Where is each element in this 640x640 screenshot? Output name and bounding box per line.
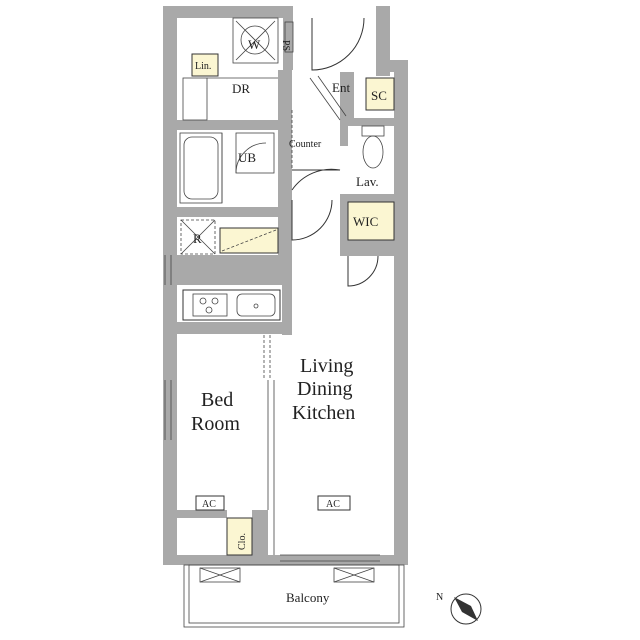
- compass-north-label: N: [436, 592, 443, 603]
- counter-label: Counter: [289, 139, 322, 150]
- linen-label: Lin.: [195, 61, 211, 72]
- compass: N: [436, 592, 482, 625]
- entrance-label: Ent: [332, 80, 350, 95]
- ps-label: PS: [280, 40, 291, 51]
- balcony: [183, 564, 405, 628]
- closet-label: Clo.: [237, 533, 248, 550]
- interior-lines: [164, 17, 385, 562]
- balcony-label: Balcony: [286, 590, 330, 605]
- bedroom-label-line1: Bed: [201, 389, 233, 411]
- ac-ldk-box: [317, 495, 351, 511]
- shoe-closet-box: [365, 77, 395, 111]
- linen-box: [191, 53, 219, 77]
- refrigerator-label: R: [193, 231, 202, 246]
- walls: [163, 6, 408, 565]
- unit-bath-label: UB: [238, 150, 256, 165]
- washer-label: W: [248, 37, 261, 52]
- ac-bedroom-label: AC: [202, 499, 216, 510]
- wic-label: WIC: [353, 214, 378, 229]
- compass-ring: [450, 593, 482, 625]
- compass-needle-icon: [454, 597, 478, 621]
- dressing-room-label: DR: [232, 81, 250, 96]
- ldk-label-line3: Kitchen: [292, 402, 355, 424]
- ldk-label-line1: Living: [300, 355, 353, 377]
- lavatory-label: Lav.: [356, 174, 379, 189]
- closet-box: [226, 517, 253, 556]
- shoe-closet-label: SC: [371, 88, 387, 103]
- ldk-label-line2: Dining: [297, 378, 353, 400]
- ac-ldk-label: AC: [326, 499, 340, 510]
- ac-bedroom-box: [195, 495, 225, 511]
- bedroom-label-line2: Room: [191, 413, 240, 435]
- wic-box: [347, 201, 395, 241]
